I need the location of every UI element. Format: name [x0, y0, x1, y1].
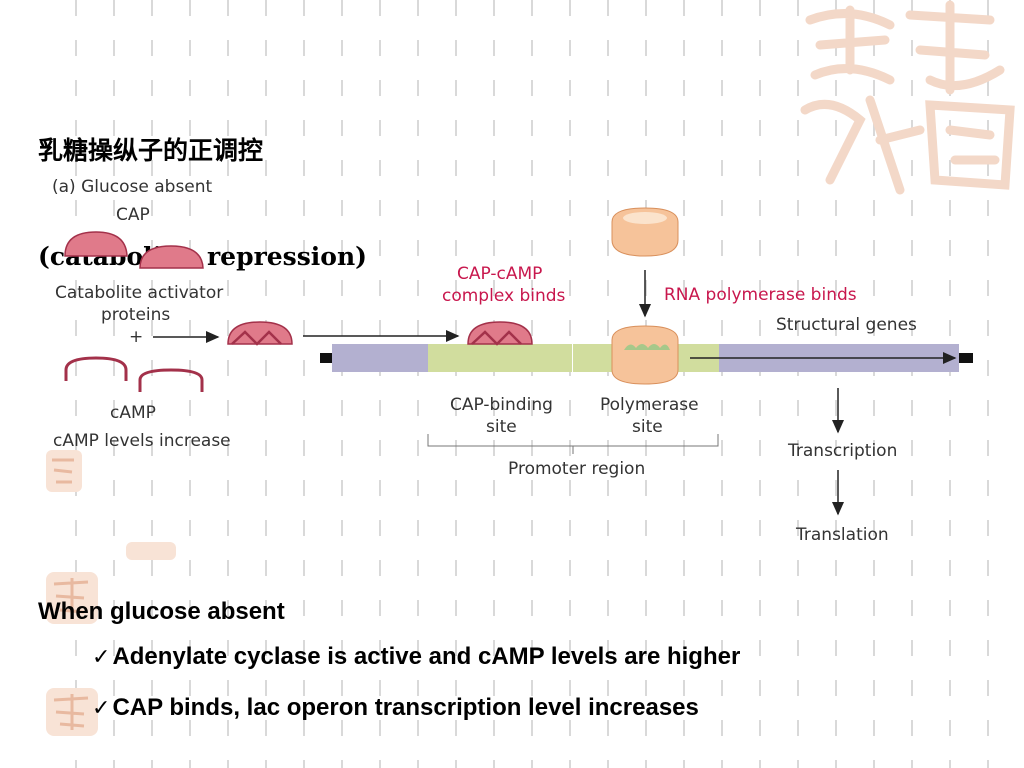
rna-polymerase-binds-label: RNA polymerase binds: [664, 285, 857, 305]
panel-heading: (a) Glucose absent: [52, 177, 213, 197]
activator-label-line1: Catabolite activator: [55, 283, 223, 303]
promoter-bracket: [427, 434, 719, 447]
note-text: Adenylate cyclase is active and cAMP lev…: [112, 643, 741, 670]
small-seal-logo: [46, 450, 82, 492]
camp-molecule-shape: [64, 356, 128, 381]
plus-sign: +: [129, 327, 143, 347]
panel-title: Glucose absent: [81, 177, 212, 197]
cap-site-label-line1: CAP-binding: [450, 395, 553, 415]
small-seal-logo: [126, 542, 176, 560]
camp-label: cAMP: [110, 403, 156, 423]
small-seal-logo: [46, 688, 98, 736]
note-text: CAP binds, lac operon transcription leve…: [112, 694, 699, 721]
transcription-label: Transcription: [787, 441, 897, 461]
activator-label-line2: proteins: [101, 305, 170, 325]
camp-molecule-shape: [138, 368, 204, 392]
dna-strand: [320, 344, 973, 372]
rna-polymerase-shape: [611, 207, 679, 257]
note-bullet: ✓Adenylate cyclase is active and cAMP le…: [92, 643, 740, 671]
cap-label: CAP: [116, 205, 150, 225]
cap-protein-shape: [139, 245, 204, 269]
slide-title: 乳糖操纵子的正调控 (catabolite repression): [38, 66, 367, 312]
cap-camp-complex: [227, 321, 293, 346]
decorative-seal-logo: [800, 0, 1015, 195]
checkmark-icon: ✓: [92, 696, 111, 721]
panel-label: (a): [52, 177, 76, 197]
checkmark-icon: ✓: [92, 645, 111, 670]
cap-protein-shape: [64, 231, 128, 257]
note-bullet: ✓CAP binds, lac operon transcription lev…: [92, 694, 699, 722]
structural-genes-label: Structural genes: [776, 315, 917, 335]
lac-operon-diagram: (a) Glucose absent CAP Catabolite activa…: [52, 177, 973, 545]
title-chinese: 乳糖操纵子的正调控: [38, 136, 264, 165]
translation-label: Translation: [795, 525, 889, 545]
pol-site-label-line2: site: [632, 417, 663, 437]
small-seal-logo: [46, 572, 98, 624]
bound-rna-polymerase: [611, 325, 679, 385]
pol-site-label-line1: Polymerase: [600, 395, 699, 415]
notes-heading: When glucose absent: [38, 598, 285, 625]
complex-binds-label-line1: CAP-cAMP: [457, 264, 542, 284]
promoter-region-label: Promoter region: [508, 459, 645, 479]
cap-site-label-line2: site: [486, 417, 517, 437]
complex-binds-label-line2: complex binds: [442, 286, 566, 306]
camp-increase-label: cAMP levels increase: [53, 431, 231, 451]
bound-cap-camp-complex: [467, 321, 533, 346]
